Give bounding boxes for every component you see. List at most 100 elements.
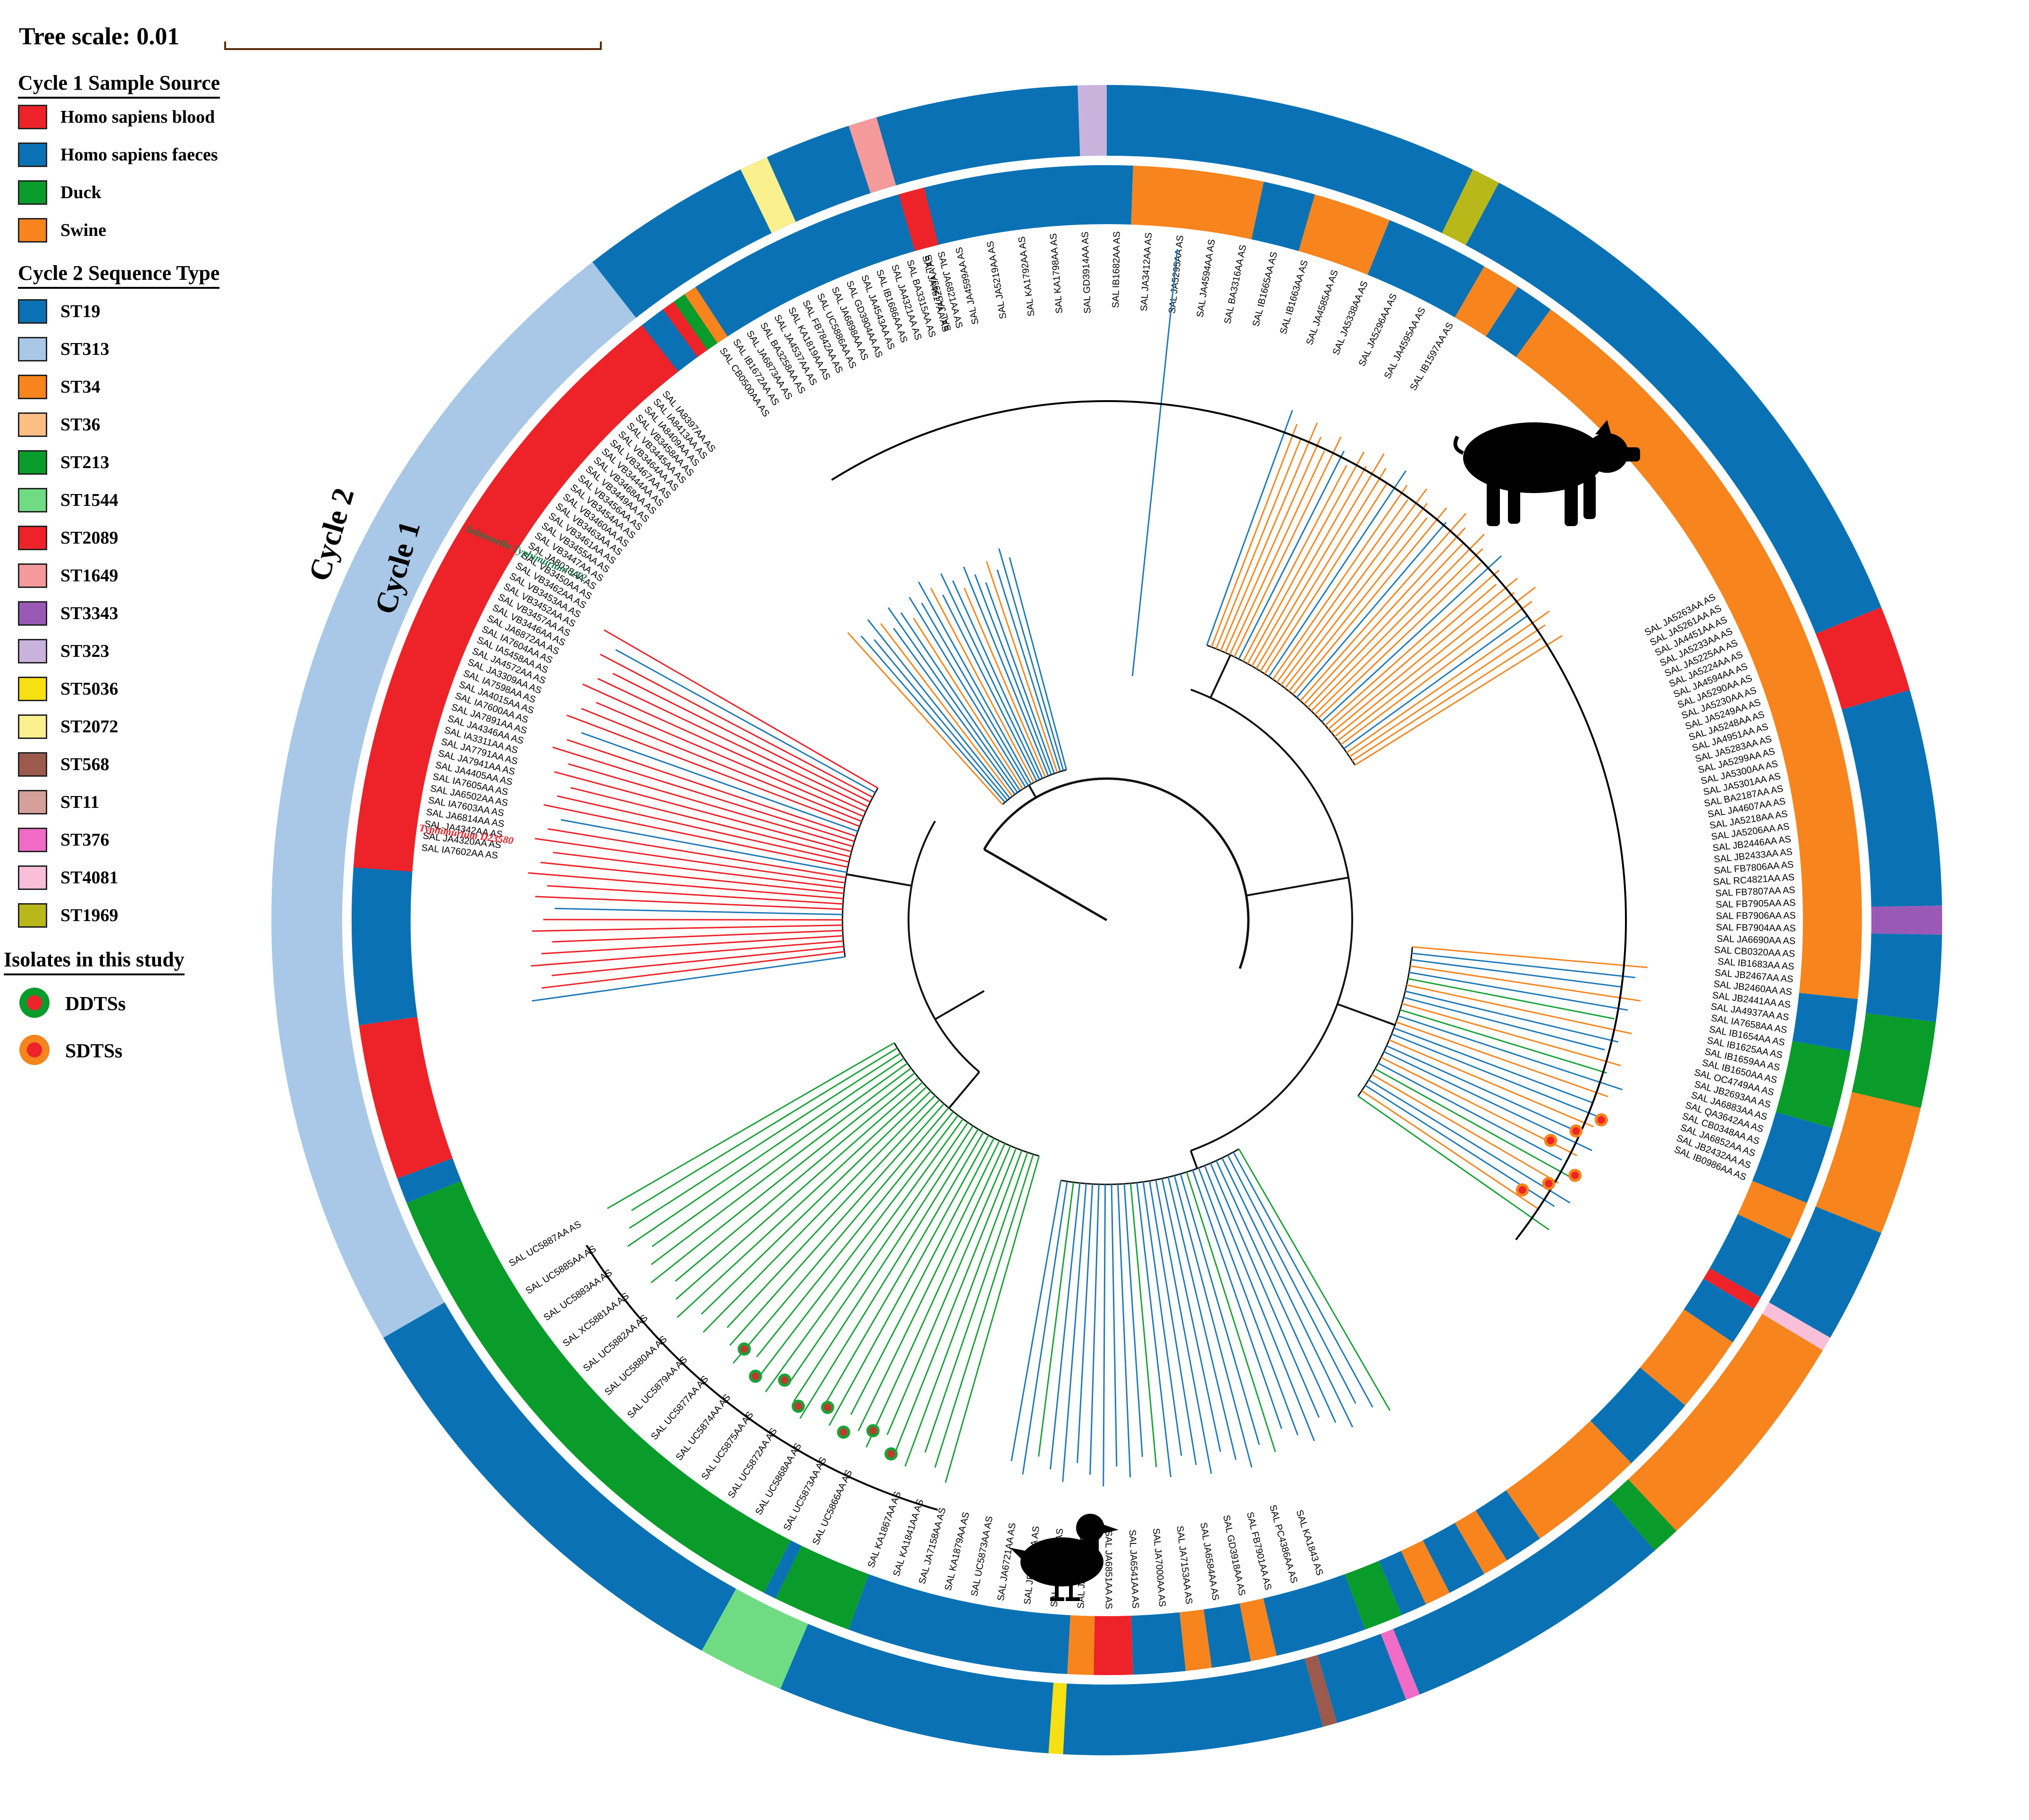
- cycle1-segment: [641, 309, 698, 372]
- leaf-label: SAL FB7905AA AS: [1716, 898, 1796, 910]
- legend-st-label: ST323: [60, 641, 109, 661]
- legend-sample-source-title: Cycle 1 Sample Source: [18, 71, 220, 99]
- cycle2-segment: [1608, 1479, 1677, 1551]
- sdts-marker-center: [1597, 1116, 1605, 1124]
- tree-branch: [1215, 1160, 1337, 1423]
- cycle1-segment: [1684, 1278, 1754, 1342]
- tree-branch: [1251, 466, 1367, 667]
- legend-source-label: Duck: [60, 183, 101, 202]
- legend-st-label: ST34: [60, 377, 101, 397]
- tree-branch: [935, 990, 985, 1020]
- legend-st-swatch: [18, 299, 47, 324]
- legend-st-label: ST568: [60, 755, 109, 774]
- ddts-marker-center: [751, 1372, 759, 1380]
- tree-branch: [1050, 1183, 1081, 1470]
- cycle1-segment: [1367, 220, 1484, 318]
- tree-branch: [1136, 1183, 1172, 1477]
- cycle1-segment: [359, 1017, 453, 1179]
- cycle1-segment: [1131, 1612, 1186, 1675]
- tree-branch: [1227, 1155, 1356, 1404]
- leaf-label: SAL FB7904AA AS: [1716, 923, 1796, 934]
- tree-branch: [1391, 1033, 1608, 1122]
- cycle2-sequence-type-ring: [271, 85, 1942, 1755]
- tree-branch: [996, 569, 1061, 772]
- tree-branch: [756, 1111, 954, 1358]
- cycle2-segment: [271, 262, 636, 1338]
- tree-branch: [793, 1125, 974, 1402]
- tree-branch: [1334, 592, 1515, 738]
- tree-branch: [1346, 610, 1550, 754]
- legend-st-swatch: [18, 865, 47, 890]
- cycle1-segment: [397, 1158, 462, 1203]
- legend-st-swatch: [18, 375, 47, 399]
- tree-branch: [552, 930, 843, 943]
- legend-st-label: ST313: [60, 339, 109, 359]
- tree-branch: [1028, 785, 1037, 798]
- leaf-label: SAL JA3412AA AS: [1139, 232, 1154, 311]
- tree-branch: [909, 596, 1027, 788]
- tree-branch: [615, 649, 876, 794]
- tree-branch: [893, 628, 1016, 795]
- tree-branch: [629, 1052, 901, 1229]
- cycle2-segment: [1048, 1683, 1067, 1754]
- cycle2-segment: [1762, 1302, 1830, 1350]
- tree-branch: [1318, 562, 1482, 719]
- tree-branch: [1255, 453, 1385, 669]
- tree-branch: [1324, 570, 1500, 726]
- ddts-marker-center: [869, 1426, 877, 1434]
- tree-branch: [1238, 451, 1345, 660]
- tree-branch: [1296, 522, 1447, 698]
- tree-branch: [1179, 1174, 1260, 1445]
- legend-st-swatch: [18, 563, 47, 588]
- tree-branch: [581, 732, 859, 832]
- leaf-label: SAL JA6851AA AS: [1103, 1530, 1113, 1609]
- legend-st-swatch: [18, 790, 47, 814]
- tree-branch: [998, 548, 1064, 771]
- tree-branch: [858, 1140, 1000, 1432]
- cycle2-segment: [1842, 690, 1942, 907]
- leaf-label: SAL JA4594AA AS: [1195, 238, 1217, 318]
- cycle1-segment: [352, 867, 418, 1025]
- cycle2-segment: [701, 1588, 808, 1689]
- tree-branch: [1209, 654, 1231, 698]
- tree-branch: [1352, 638, 1541, 762]
- cycle1-segment: [1752, 1112, 1833, 1203]
- tree-branch: [1189, 1150, 1198, 1169]
- cycle2-segment: [1768, 1206, 1882, 1338]
- legend-st-label: ST4081: [60, 868, 118, 888]
- tree-branch: [1284, 503, 1428, 689]
- legend-source-swatch: [18, 143, 47, 167]
- tree-branch: [531, 956, 845, 1002]
- tree-branch: [963, 587, 1046, 778]
- tree-branch-arc: [1061, 1148, 1239, 1185]
- tree-branch: [765, 1118, 964, 1392]
- tree-branch: [948, 1071, 980, 1109]
- tree-branch: [540, 862, 844, 894]
- tree-branch: [627, 1057, 905, 1247]
- isolate-dot-icon: [19, 988, 50, 1018]
- leaf-label: SAL IB1663AA AS: [1278, 259, 1310, 335]
- tree-branch: [528, 872, 843, 899]
- tree-branch: [880, 623, 1013, 797]
- cycle1-segment: [1703, 1268, 1761, 1309]
- cycle1-segment: [1094, 1616, 1133, 1675]
- tree-branch: [1155, 1180, 1212, 1474]
- legend-st-label: ST376: [60, 830, 109, 850]
- tree-branch: [547, 828, 846, 879]
- tree-branch: [799, 1129, 979, 1419]
- tree-branch-arc: [983, 777, 1250, 969]
- legend-sequence-type-title: Cycle 2 Sequence Type: [18, 261, 220, 289]
- legend-st-label: ST2072: [60, 717, 118, 737]
- tree-branch: [535, 896, 843, 910]
- tree-branch: [568, 763, 853, 847]
- isolate-dot-icon: [19, 1035, 50, 1065]
- leaf-label: SAL KA1792AA AS: [1017, 236, 1037, 317]
- tree-branch: [847, 632, 1003, 805]
- tree-branch: [732, 1107, 950, 1364]
- cycle2-segment: [1816, 1092, 1921, 1233]
- tree-branch: [650, 1067, 912, 1266]
- tree-branch: [952, 580, 1044, 779]
- tree-branch: [1186, 1172, 1276, 1452]
- tree-branch: [600, 654, 873, 798]
